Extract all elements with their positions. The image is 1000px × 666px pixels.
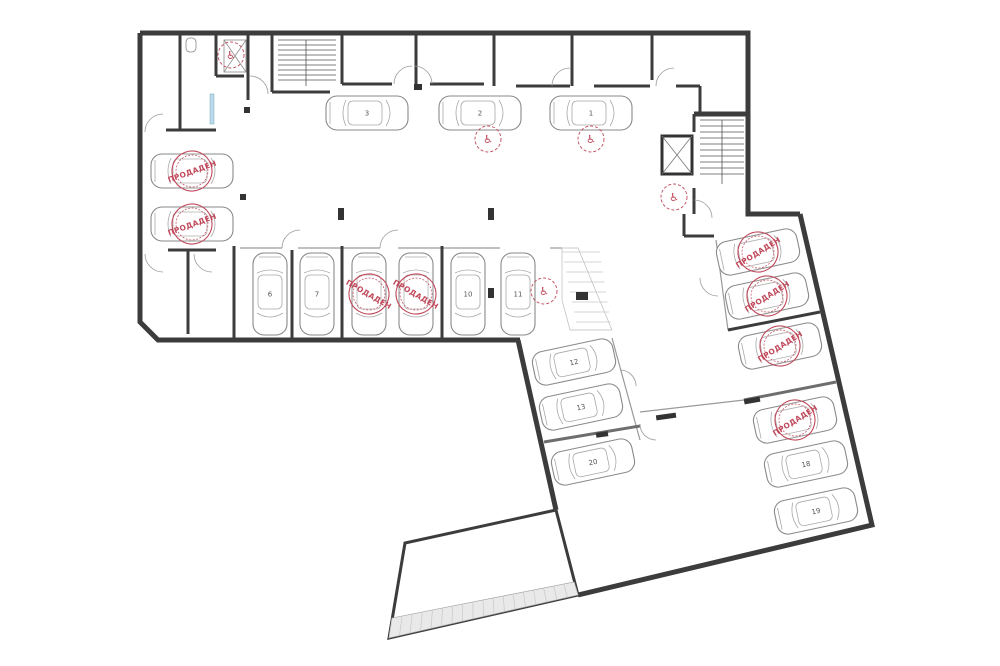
accessible-markers: ♿ ♿ ♿ ♿ ♿ — [217, 41, 688, 305]
east-wing-wall — [577, 213, 875, 598]
south-bays — [240, 246, 613, 340]
accessible-parking-icon: ♿ — [660, 183, 688, 211]
car-outline — [500, 252, 536, 336]
columns — [240, 84, 588, 300]
car-outline — [325, 95, 409, 131]
parking-space[interactable]: ПРОДАДЕН — [150, 143, 234, 198]
car-outline — [549, 95, 633, 131]
west-service-cells — [166, 33, 247, 340]
space-number: 1 — [589, 110, 593, 118]
car-outline — [398, 252, 434, 336]
parking-space[interactable]: ПРОДАДЕН — [712, 217, 804, 288]
parking-space[interactable]: 19 — [772, 486, 859, 536]
accessible-parking-icon: ♿ — [474, 125, 502, 153]
parking-space[interactable]: 1 — [549, 95, 633, 131]
lower-ramp — [388, 581, 579, 639]
space-number: 2 — [478, 110, 482, 118]
space-number: 18 — [801, 460, 811, 470]
accessible-symbol: ♿ — [483, 133, 493, 146]
parking-space[interactable]: 18 — [762, 439, 849, 489]
car-outline — [150, 206, 234, 242]
parking-space[interactable]: ПРОДАДЕН — [721, 261, 813, 332]
parking-space[interactable]: 6 — [252, 252, 288, 336]
parking-space[interactable]: 20 — [549, 437, 636, 487]
sold-stamp: ПРОДАДЕН — [771, 399, 819, 441]
car-outline — [299, 252, 335, 336]
parking-space[interactable]: ПРОДАДЕН — [384, 252, 448, 336]
sold-stamp: ПРОДАДЕН — [756, 325, 804, 367]
sold-stamp: ПРОДАДЕН — [167, 150, 218, 192]
accessible-symbol: ♿ — [539, 285, 549, 298]
sold-stamp: ПРОДАДЕН — [391, 273, 440, 315]
space-number: 10 — [464, 291, 473, 299]
accessible-symbol: ♿ — [586, 133, 596, 146]
sold-stamp: ПРОДАДЕН — [167, 203, 218, 245]
sold-stamp: ПРОДАДЕН — [344, 273, 393, 315]
parking-space[interactable]: 7 — [299, 252, 335, 336]
parking-space[interactable]: ПРОДАДЕН — [749, 385, 841, 456]
parking-space[interactable]: ПРОДАДЕН — [150, 196, 234, 251]
stair-core-wall — [694, 111, 800, 217]
car-outline — [351, 252, 387, 336]
east-stair-lift — [660, 119, 744, 238]
space-number: 19 — [811, 507, 821, 517]
accessible-parking-icon: ♿ — [577, 125, 605, 153]
north-cells — [246, 33, 702, 132]
space-number: 13 — [576, 403, 586, 413]
car-outline — [252, 252, 288, 336]
doors — [144, 65, 719, 441]
car-outline — [150, 153, 234, 189]
space-number: 6 — [268, 291, 273, 299]
parking-space[interactable]: 13 — [537, 382, 624, 432]
accessible-parking-icon: ♿ — [530, 277, 558, 305]
main-wall-west — [137, 33, 520, 343]
accessible-parking-icon: ♿ — [217, 41, 245, 69]
parking-space[interactable]: 11 — [500, 252, 536, 336]
accessible-symbol: ♿ — [669, 191, 679, 204]
car-outline — [438, 95, 522, 131]
space-number: 12 — [569, 358, 579, 368]
parking-space[interactable]: ПРОДАДЕН — [734, 311, 826, 382]
accessible-symbol: ♿ — [226, 49, 236, 62]
parking-space[interactable]: 3 — [325, 95, 409, 131]
parking-space[interactable]: ПРОДАДЕН — [337, 252, 401, 336]
parking-space[interactable]: 10 — [450, 252, 486, 336]
car-outline — [450, 252, 486, 336]
north-stair — [278, 39, 336, 86]
east-wing-bays — [543, 239, 837, 444]
sold-stamp: ПРОДАДЕН — [743, 275, 791, 317]
parking-space[interactable]: 12 — [530, 337, 617, 387]
parking-space[interactable]: 2 — [438, 95, 522, 131]
space-number: 7 — [315, 291, 319, 299]
space-number: 20 — [588, 458, 598, 468]
space-number: 3 — [365, 110, 369, 118]
east-wing-west-wall — [515, 339, 559, 511]
sold-stamp: ПРОДАДЕН — [734, 231, 782, 273]
space-number: 11 — [514, 291, 523, 299]
